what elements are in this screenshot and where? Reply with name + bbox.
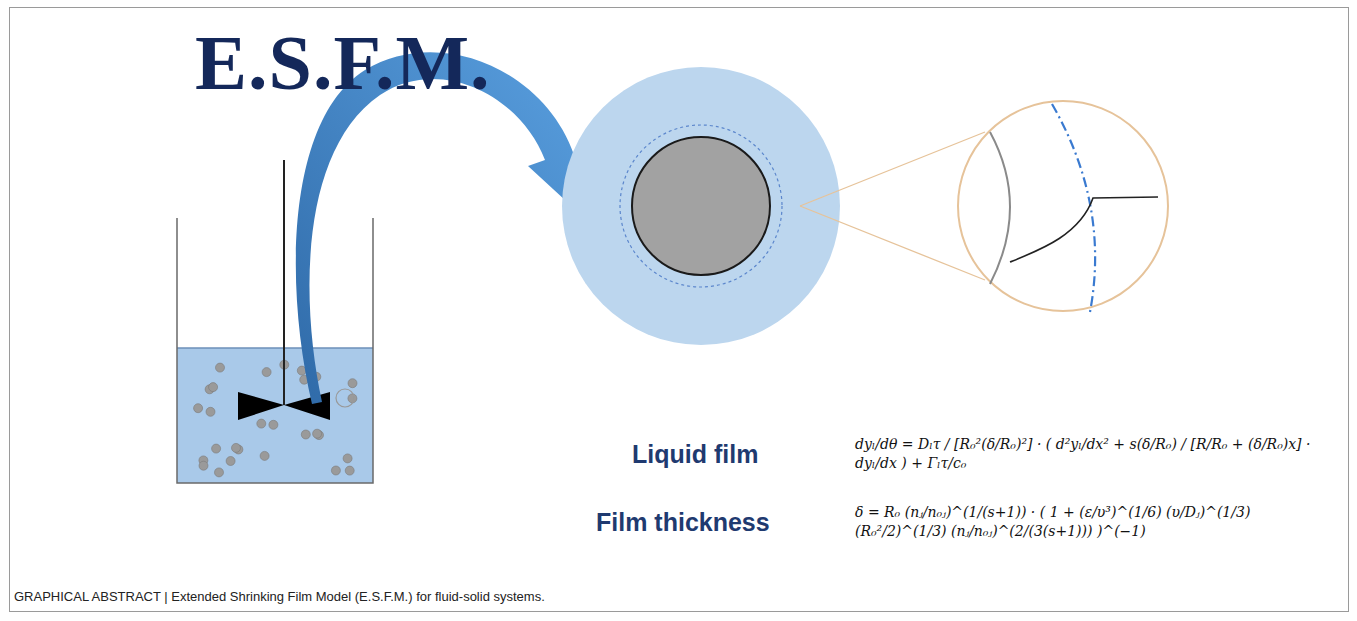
liquid: [177, 348, 373, 483]
equation-label: Liquid film: [632, 440, 758, 469]
frame: [10, 8, 1349, 612]
concentration-profile: [1010, 197, 1158, 262]
equation-label: Film thickness: [596, 508, 770, 537]
particle-surface: [990, 132, 1010, 284]
particles: [194, 360, 357, 477]
film-circle: [562, 67, 840, 345]
beaker: [177, 218, 373, 483]
equation: δ = R₀ (nⱼ/n₀ⱼ)^(1/(s+1)) · ( 1 + (ε/υ³)…: [855, 503, 1340, 541]
caption: GRAPHICAL ABSTRACT | Extended Shrinking …: [14, 589, 545, 604]
zoom-circle: [958, 101, 1168, 311]
film-boundary: [620, 125, 782, 287]
stirrer-shaft: [283, 160, 285, 405]
title: E.S.F.M.: [195, 18, 491, 108]
solid-particle: [632, 137, 770, 275]
equation: dyₗ/dθ = Dₗτ / [R₀²(δ/R₀)²] · ( d²yₗ/dx²…: [855, 435, 1340, 473]
